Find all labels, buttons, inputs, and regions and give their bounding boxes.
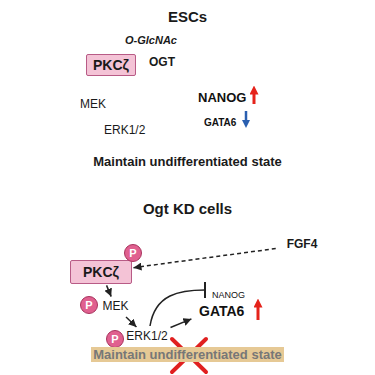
text-holder: MEK <box>80 94 106 112</box>
cell-outline: O-GlcNAcPKCζ OGT NANOG GATA6 ESCsMaintain un… <box>0 0 375 190</box>
protein-box: PKCζ <box>86 54 136 76</box>
signal-arrow <box>133 249 275 268</box>
cell-base <box>18 361 358 373</box>
node-text: MEK <box>102 300 128 314</box>
node-text: O-GlcNAc <box>125 34 177 47</box>
text-holder: ESCs <box>0 8 375 26</box>
signal-arrow <box>170 319 191 328</box>
text-holder: ERK1/2 <box>104 120 145 138</box>
text-holder: GATA6 <box>199 302 244 320</box>
gene-name: NANOG <box>212 290 245 300</box>
cross-mark <box>172 339 206 372</box>
text-holder: Maintain undifferentiated state <box>0 152 375 170</box>
phospho-circle: P <box>124 244 142 262</box>
nucleus: NANOG GATA6 <box>190 266 266 342</box>
cell-base <box>18 172 358 184</box>
protein-ellipse: OGT <box>140 52 184 74</box>
ellipse-shape <box>141 53 183 73</box>
nucleus-sphere <box>191 267 265 341</box>
outcome-text: Maintain undifferentiated state <box>91 347 284 362</box>
molecule-ellipse: O-GlcNAc <box>108 30 194 50</box>
gene-name: NANOG <box>198 90 246 105</box>
phospho-circle: P <box>111 333 118 346</box>
cell-heading: ESCs <box>168 8 207 25</box>
shape-outline <box>188 66 268 146</box>
cell-outline: FGF4PKCζMEK ERK1/2 NANOG GATA6 Ogt KD cellsM… <box>0 190 375 375</box>
node-text: OGT <box>149 56 175 70</box>
phospho-circle: P <box>80 296 98 314</box>
ellipse-shape <box>277 235 327 255</box>
text-holder: Ogt KD cells <box>0 200 375 218</box>
inhibition-bar <box>204 282 206 298</box>
text-holder: Maintain undifferentiated state <box>0 345 375 363</box>
up-arrow <box>253 90 256 104</box>
inhibition-line <box>150 290 205 326</box>
cross-mark <box>172 339 206 372</box>
signal-arrow <box>107 285 112 296</box>
node-text: PKCζ <box>93 57 129 73</box>
signal-arrow <box>126 317 136 327</box>
protein-label: ERK1/2 <box>124 328 170 346</box>
down-arrow <box>245 111 248 124</box>
protein-label: MEK <box>80 97 106 111</box>
up-arrow <box>257 303 260 320</box>
cell-heading: Ogt KD cells <box>143 200 232 217</box>
text-holder: NANOG <box>212 284 245 302</box>
node-text: PKCζ <box>83 264 119 280</box>
node-text: FGF4 <box>287 238 318 252</box>
protein-label: ERK1/2 <box>104 123 145 137</box>
text-holder: GATA6 <box>204 112 236 130</box>
protein-label: MEK <box>100 298 131 316</box>
cell-dome <box>18 4 357 178</box>
protein-box: PKCζ <box>70 260 132 284</box>
phospho-circle: P <box>85 299 92 312</box>
phospho-circle: P <box>129 247 136 260</box>
ellipse-shape <box>109 31 193 49</box>
text-holder: NANOG <box>198 88 246 106</box>
phospho-circle: P <box>106 330 124 348</box>
nucleus-sphere <box>189 67 267 145</box>
node-text: ERK1/2 <box>126 330 167 344</box>
outcome-text: Maintain undifferentiated state <box>93 154 282 169</box>
cell-dome <box>18 194 357 367</box>
nucleus: NANOG GATA6 <box>188 66 268 146</box>
gene-name: GATA6 <box>199 303 244 319</box>
gene-name: GATA6 <box>204 117 236 128</box>
ligand-ellipse: FGF4 <box>276 234 328 256</box>
